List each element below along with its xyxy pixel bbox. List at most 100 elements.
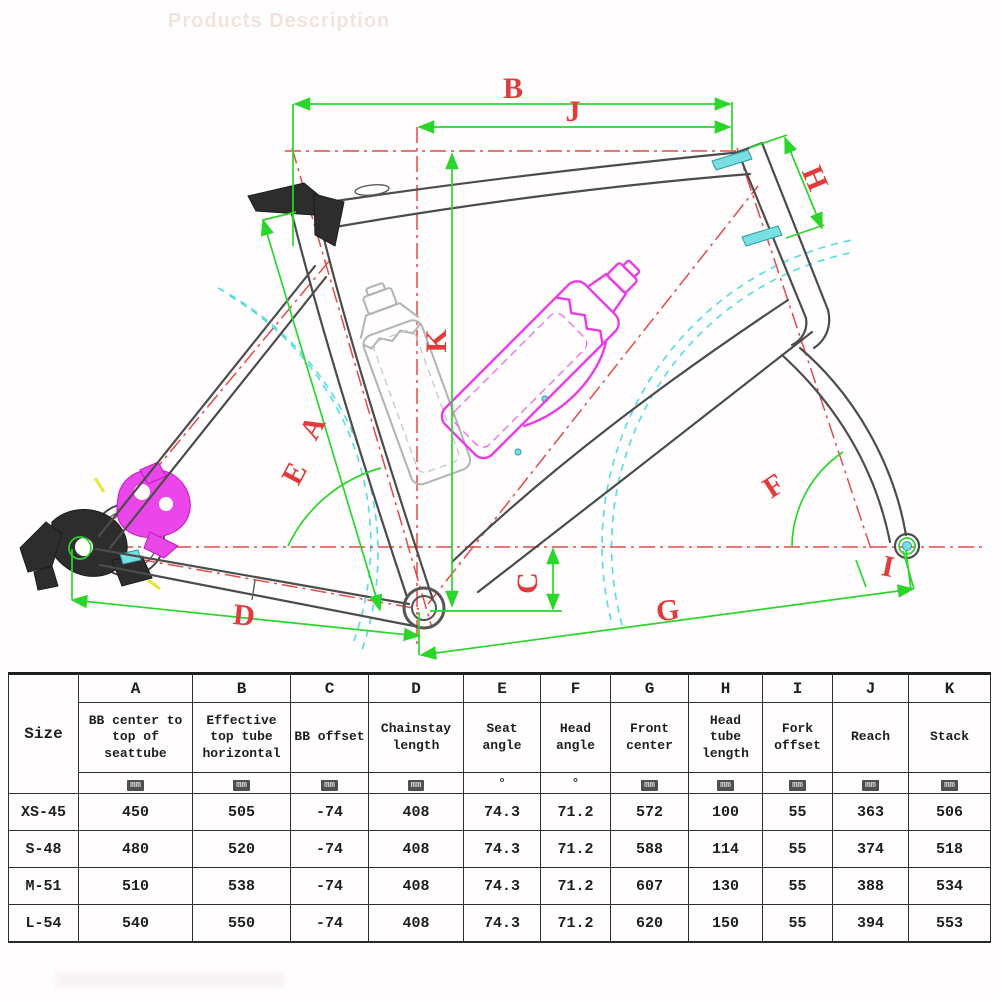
table-cell: -74 — [290, 830, 369, 868]
label-e: E — [275, 457, 314, 490]
bike-frame-outline — [94, 141, 921, 630]
col-letter-i: I — [762, 673, 833, 703]
table-cell: 363 — [832, 793, 909, 831]
table-cell: 74.3 — [463, 793, 541, 831]
col-letter-a: A — [78, 673, 193, 703]
label-c: C — [511, 572, 544, 594]
col-name-i: Fork offset — [762, 702, 833, 773]
table-cell: 518 — [908, 830, 991, 868]
table-cell: -74 — [290, 867, 369, 905]
table-cell: 408 — [368, 904, 464, 943]
table-cell: 71.2 — [540, 793, 611, 831]
water-bottle-magenta — [440, 259, 641, 460]
table-cell: 540 — [78, 904, 193, 943]
table-cell: 408 — [368, 793, 464, 831]
dimension-lines — [68, 97, 916, 660]
table-cell: 150 — [688, 904, 763, 943]
col-name-k: Stack — [908, 702, 991, 773]
frame-geometry-diagram: B J H K A E F C D G I — [19, 72, 985, 660]
col-name-a: BB center to top of seattube — [78, 702, 193, 773]
col-unit-d: mm — [368, 772, 464, 794]
table-cell: 408 — [368, 867, 464, 905]
table-cell: -74 — [290, 904, 369, 943]
table-cell: 510 — [78, 867, 193, 905]
col-letter-c: C — [290, 673, 369, 703]
table-cell: 520 — [192, 830, 291, 868]
table-row: M-51 510 538 -74 408 74.3 71.2 607 130 5… — [8, 867, 991, 905]
size-cell: M-51 — [8, 867, 79, 905]
label-i: I — [879, 549, 897, 584]
table-cell: 408 — [368, 830, 464, 868]
table-cell: 550 — [192, 904, 291, 943]
label-d: D — [231, 598, 256, 633]
col-name-f: Head angle — [540, 702, 611, 773]
table-cell: 374 — [832, 830, 909, 868]
table-cell: 480 — [78, 830, 193, 868]
table-cell: 55 — [762, 830, 833, 868]
col-unit-i: mm — [762, 772, 833, 794]
col-letter-k: K — [908, 673, 991, 703]
col-unit-c: mm — [290, 772, 369, 794]
table-letter-header-row: Size A B C D E F G H I J K — [8, 673, 991, 794]
table-name-header-row: BB center to top of seattube Effective t… — [9, 702, 991, 773]
label-b: B — [503, 72, 523, 105]
table-row: S-48 480 520 -74 408 74.3 71.2 588 114 5… — [8, 830, 991, 868]
table-cell: 388 — [832, 867, 909, 905]
table-cell: 74.3 — [463, 904, 541, 943]
col-letter-b: B — [192, 673, 291, 703]
size-cell: S-48 — [8, 830, 79, 868]
table-cell: 55 — [762, 867, 833, 905]
size-cell: XS-45 — [8, 793, 79, 831]
label-h: H — [795, 161, 834, 195]
col-letter-g: G — [610, 673, 689, 703]
table-unit-row: mm mm mm mm ° ° mm mm mm mm mm — [9, 772, 991, 794]
col-letter-f: F — [540, 673, 611, 703]
table-cell: 538 — [192, 867, 291, 905]
table-cell: 71.2 — [540, 904, 611, 943]
disc-brake-caliper — [116, 461, 191, 559]
table-cell: 394 — [832, 904, 909, 943]
col-name-b: Effective top tube horizontal — [192, 702, 291, 773]
table-cell: 74.3 — [463, 830, 541, 868]
table-cell: 100 — [688, 793, 763, 831]
col-unit-k: mm — [908, 772, 991, 794]
col-letter-h: H — [688, 673, 763, 703]
col-unit-e: ° — [463, 772, 541, 794]
table-row: XS-45 450 505 -74 408 74.3 71.2 572 100 … — [8, 793, 991, 831]
col-unit-j: mm — [832, 772, 909, 794]
table-cell: 130 — [688, 867, 763, 905]
table-cell: 71.2 — [540, 867, 611, 905]
table-cell: 534 — [908, 867, 991, 905]
table-cell: 114 — [688, 830, 763, 868]
table-cell: 620 — [610, 904, 689, 943]
table-cell: 572 — [610, 793, 689, 831]
col-unit-g: mm — [610, 772, 689, 794]
geometry-table: Size A B C D E F G H I J K BB center to … — [8, 672, 991, 943]
col-unit-a: mm — [78, 772, 193, 794]
label-f: F — [757, 467, 790, 505]
dimension-labels: B J H K A E F C D G I — [231, 72, 897, 633]
col-letter-d: D — [368, 673, 464, 703]
col-name-j: Reach — [832, 702, 909, 773]
table-cell: 505 — [192, 793, 291, 831]
size-cell: L-54 — [8, 904, 79, 943]
table-cell: 55 — [762, 793, 833, 831]
table-cell: 588 — [610, 830, 689, 868]
col-name-h: Head tube length — [688, 702, 763, 773]
table-cell: 450 — [78, 793, 193, 831]
label-a: A — [293, 410, 332, 445]
label-k: K — [420, 329, 453, 353]
watermark-text: Products Description — [168, 10, 391, 32]
col-unit-f: ° — [540, 772, 611, 794]
table-cell: 71.2 — [540, 830, 611, 868]
col-unit-h: mm — [688, 772, 763, 794]
col-name-d: Chainstay length — [368, 702, 464, 773]
table-cell: 553 — [908, 904, 991, 943]
size-header-cell: Size — [8, 673, 79, 794]
col-name-g: Front center — [610, 702, 689, 773]
table-cell: 607 — [610, 867, 689, 905]
label-g: G — [654, 593, 682, 629]
table-cell: 74.3 — [463, 867, 541, 905]
table-cell: 55 — [762, 904, 833, 943]
